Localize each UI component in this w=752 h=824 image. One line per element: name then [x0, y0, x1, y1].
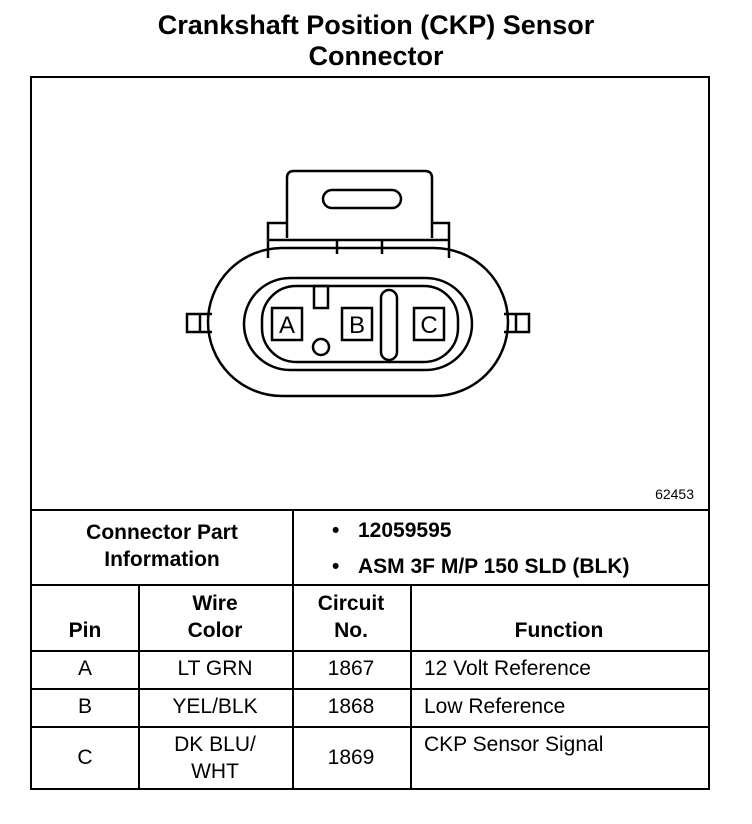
polarizing-key-round: [311, 337, 331, 357]
pin-box-b: [340, 306, 374, 342]
diagram-bottom-rule: [32, 509, 708, 511]
title-line-2: Connector: [308, 41, 444, 71]
terminal-cavity: [260, 284, 460, 364]
cavity-divider: [379, 288, 399, 362]
locking-tab-slot: [321, 188, 403, 210]
part-info-divider: [292, 510, 294, 651]
col-divider-pin: [138, 585, 140, 790]
row-b-bottom-rule: [32, 726, 708, 728]
polarizing-key-top: [312, 284, 330, 310]
title-line-1: Crankshaft Position (CKP) Sensor: [157, 10, 595, 40]
header-wire-line-1: Wire: [192, 592, 238, 615]
row-a-bottom-rule: [32, 688, 708, 690]
connector-diagram: A B C 62453: [32, 78, 708, 510]
connector-shroud-inner: [242, 276, 474, 372]
row-a-function: 12 Volt Reference: [424, 657, 591, 680]
pin-box-a: [270, 306, 304, 342]
part-info-bullet-1: •: [332, 519, 340, 542]
row-b-pin: B: [77, 695, 92, 718]
col-divider-circuit: [410, 585, 412, 790]
locking-tab: [285, 169, 434, 238]
row-c-wire-line-2: WHT: [191, 760, 239, 783]
header-circuit-line-1: Circuit: [317, 592, 385, 615]
header-pin: Pin: [68, 619, 102, 642]
pin-label-a: A: [279, 312, 295, 339]
header-circuit-line-2: No.: [334, 619, 368, 642]
header-function: Function: [514, 619, 604, 642]
part-description: ASM 3F M/P 150 SLD (BLK): [358, 555, 630, 578]
part-number: 12059595: [358, 519, 452, 542]
figure-id: 62453: [655, 486, 694, 502]
row-a-wire: LT GRN: [177, 657, 253, 680]
connector-drawing: A B C: [185, 169, 531, 398]
row-b-function: Low Reference: [424, 695, 566, 718]
row-c-function: CKP Sensor Signal: [424, 733, 604, 756]
pin-label-b: B: [349, 312, 365, 339]
row-b-wire: YEL/BLK: [172, 695, 258, 718]
connector-info-frame: A B C 62453 Connector Part Information •…: [30, 76, 710, 790]
row-a-circuit: 1867: [327, 657, 375, 680]
header-wire-line-2: Color: [187, 619, 243, 642]
part-info-bullet-2: •: [332, 555, 340, 578]
part-info-label-line-1: Connector Part: [86, 521, 238, 544]
row-c-circuit: 1869: [327, 746, 375, 769]
left-shoulder: [266, 221, 287, 258]
col-divider-wire: [292, 651, 294, 790]
pin-label-c: C: [420, 312, 437, 339]
header-bottom-rule: [32, 650, 708, 652]
connector-shell-outer: [206, 246, 510, 398]
right-shoulder: [432, 221, 451, 258]
row-c-pin: C: [77, 746, 93, 769]
row-c-wire-line-1: DK BLU/: [174, 733, 256, 756]
pin-box-c: [412, 306, 446, 342]
row-b-circuit: 1868: [327, 695, 375, 718]
part-info-label-line-2: Information: [104, 548, 220, 571]
part-info-bottom-rule: [32, 584, 708, 586]
row-a-pin: A: [77, 657, 92, 680]
